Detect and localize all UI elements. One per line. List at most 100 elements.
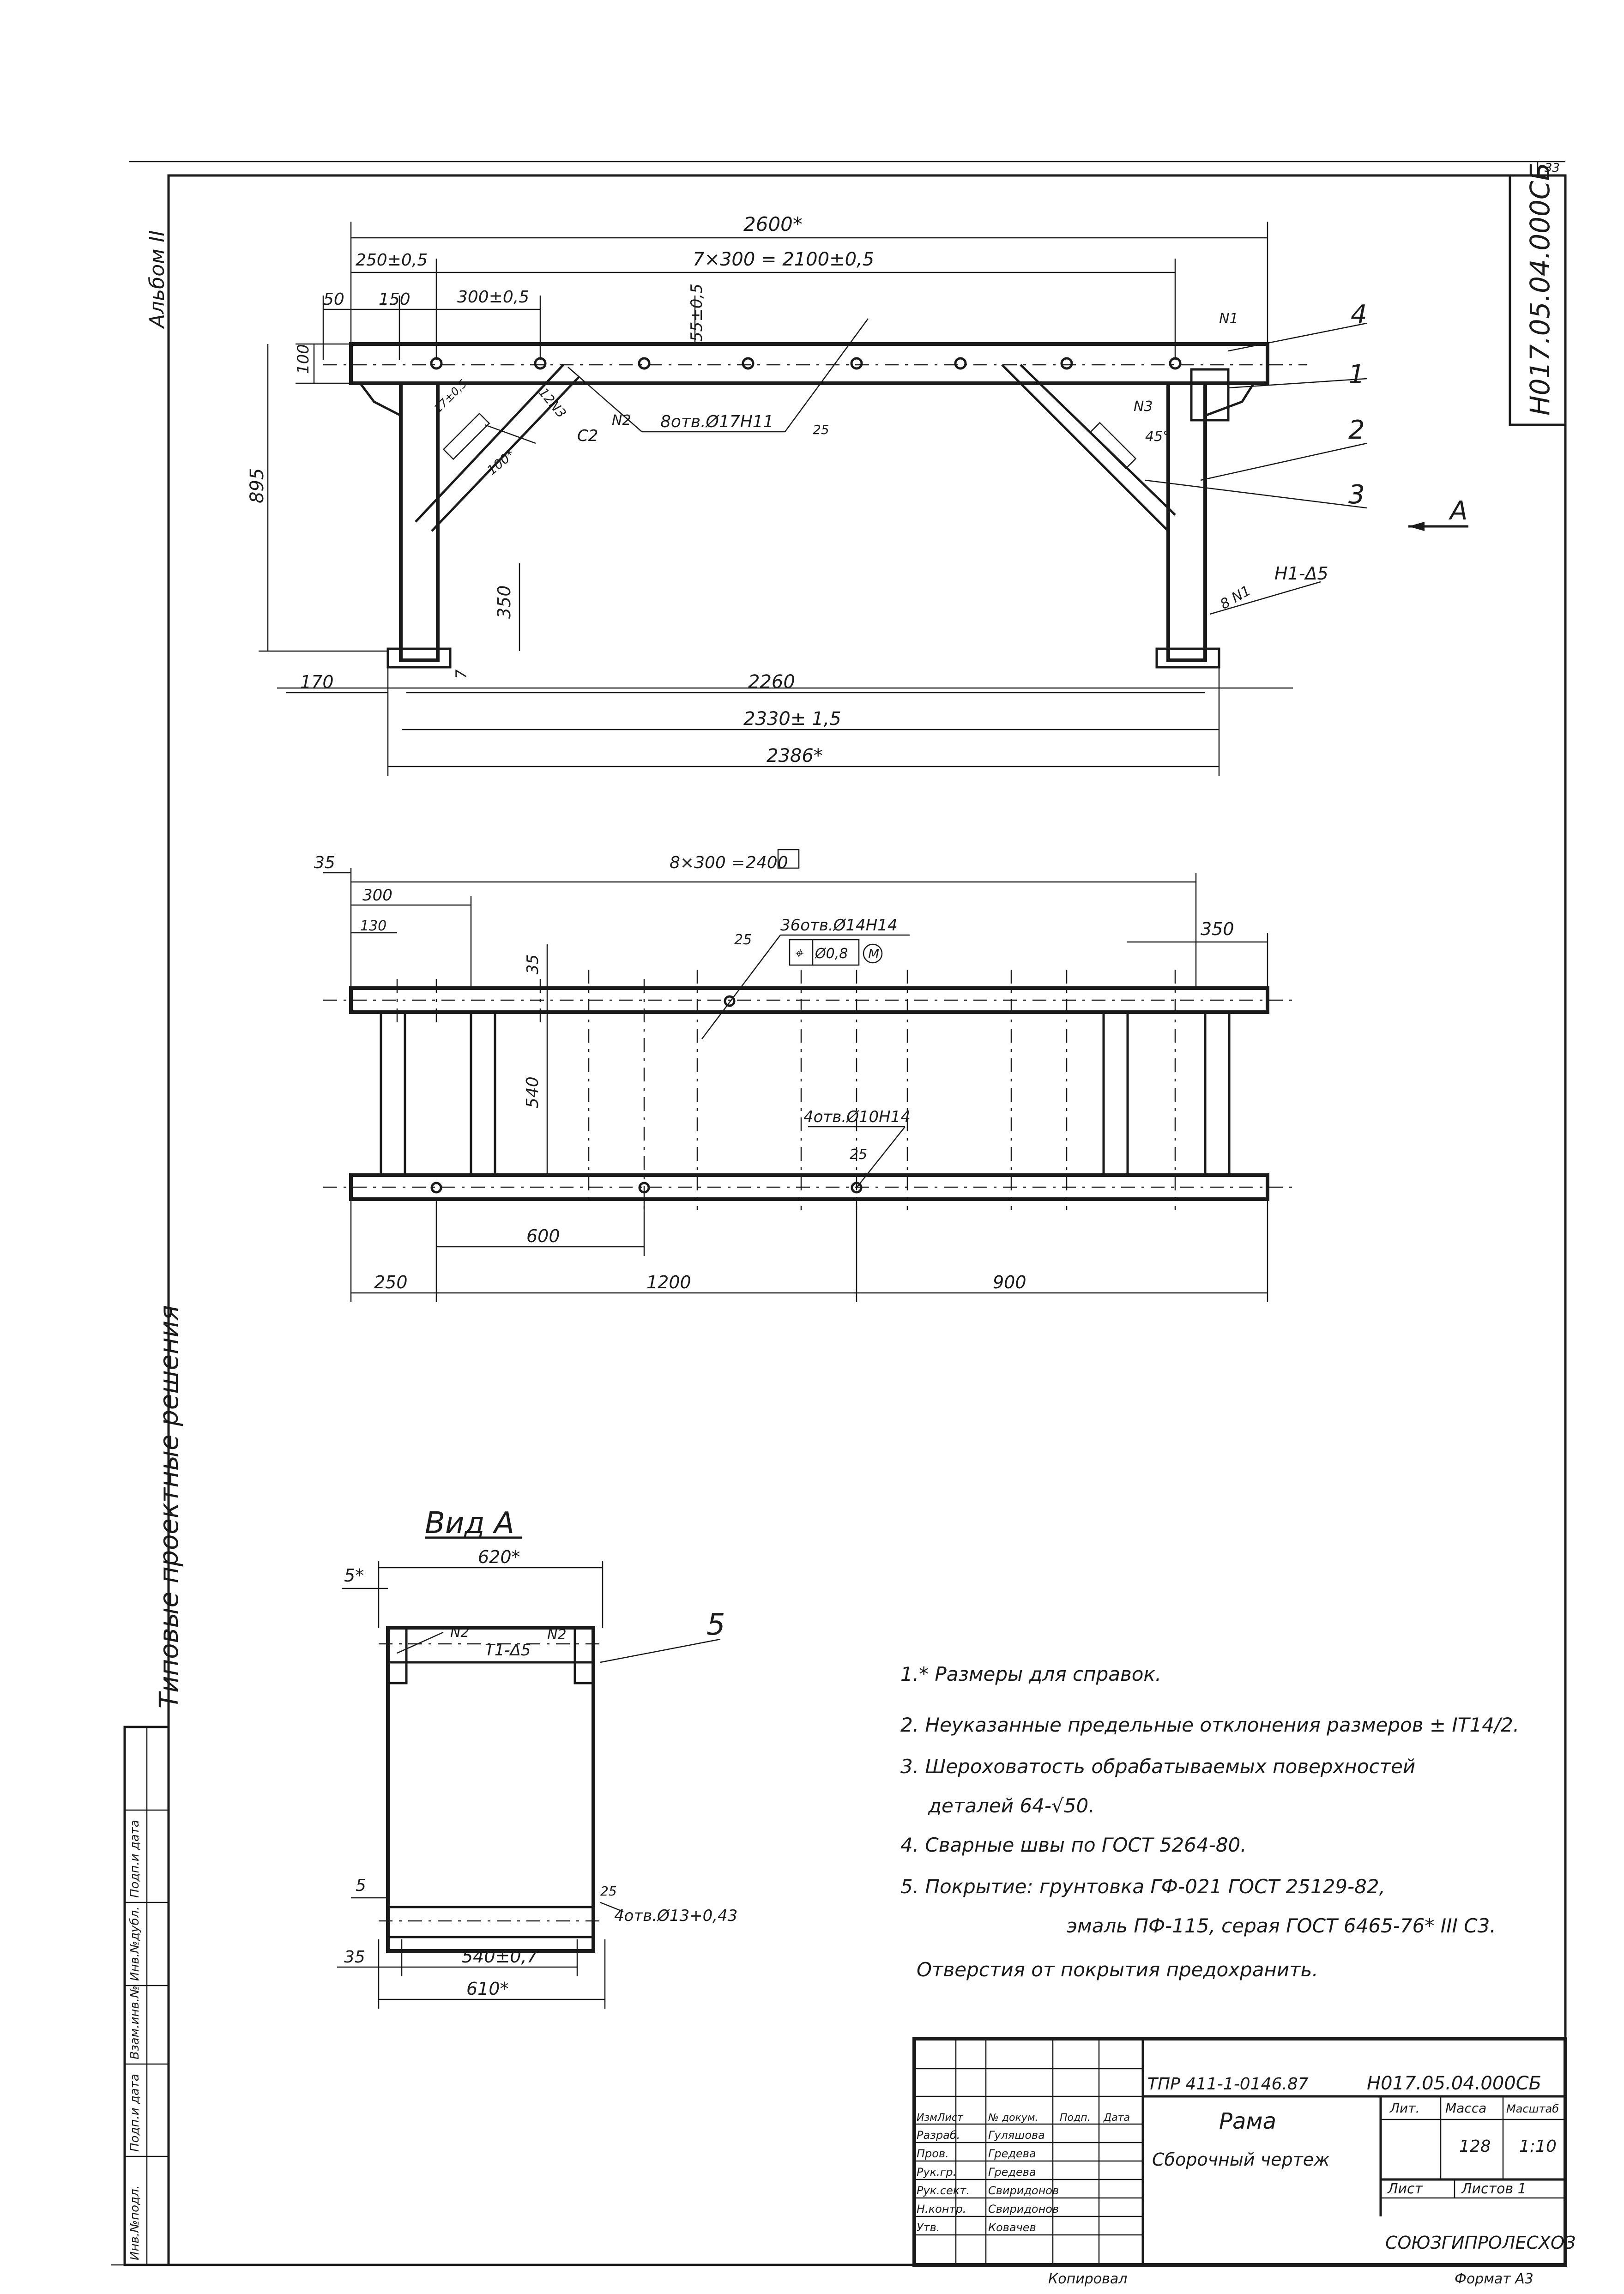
tb-sheet-label: Лист: [1387, 2181, 1424, 2197]
view-a-n2-left: N2: [450, 1624, 470, 1641]
note-5b: эмаль ПФ-115, серая ГОСТ 6465-76* III С3…: [1067, 1914, 1496, 1937]
corner-sheet-number: 33: [1545, 161, 1560, 175]
position-3: 3: [1348, 480, 1365, 510]
plan-tol-symbol: ⌖: [794, 944, 804, 962]
plan-dim-pitch-box: 2400: [746, 853, 788, 872]
view-a: [337, 1536, 721, 2009]
note-5: 5. Покрытие: грунтовка ГФ-021 ГОСТ 25129…: [900, 1875, 1385, 1898]
tb-role-5: Н.контр.: [917, 2203, 966, 2216]
plan-dim-600: 600: [526, 1226, 560, 1246]
tb-role-6: Утв.: [917, 2221, 940, 2234]
view-a-t1: Т1-Δ5: [485, 1641, 531, 1660]
plan-holes-4: 4отв.Ø10Н14: [803, 1108, 911, 1126]
view-a-inner: 540±0,7: [462, 1946, 538, 1967]
view-a-5: 5: [356, 1876, 366, 1895]
dim-pitch: 7×300 = 2100±0,5: [693, 249, 874, 270]
plan-rough-1: 25: [734, 932, 752, 948]
dim-inner: 2260: [748, 671, 795, 693]
note-6: Отверстия от покрытия предохранить.: [917, 1958, 1318, 1981]
dim-overall: 2600*: [743, 213, 803, 235]
position-1: 1: [1348, 360, 1365, 390]
dim-895: 895: [247, 468, 268, 503]
plan-dim-130: 130: [360, 918, 386, 934]
tb-name-3: Гредева: [988, 2166, 1036, 2179]
tb-name: Рама: [1219, 2108, 1276, 2134]
side-stamp-2: Подп.и дата: [128, 2074, 142, 2152]
plan-view: [323, 849, 1293, 1302]
view-a-outer: 610*: [466, 1979, 509, 1999]
tb-col-list: Лист: [937, 2112, 964, 2124]
dim-first: 250±0,5: [356, 251, 428, 270]
plan-dim-1200: 1200: [646, 1272, 691, 1292]
callout-angle: 45°: [1145, 429, 1170, 445]
dim-100: 100: [294, 344, 313, 374]
dim-55: 55±0,5: [688, 284, 706, 342]
title-block-frame: [912, 2037, 1567, 2267]
plan-dim-35: 35: [314, 853, 335, 872]
callout-n1-top: N1: [1219, 311, 1238, 327]
plan-dim-300: 300: [362, 886, 392, 905]
copied-by: Копировал: [1048, 2271, 1127, 2287]
format-label: Формат А3: [1455, 2271, 1533, 2287]
tb-sheets-label: Листов 1: [1461, 2181, 1527, 2197]
tb-name-6: Ковачев: [988, 2221, 1036, 2234]
plan-dimensions: [323, 868, 1268, 1302]
side-stamp-5: Подп.и дата: [128, 1820, 142, 1898]
side-stamp-1: Инв.№подл.: [128, 2185, 142, 2260]
side-stamp-4: Инв.№дубл.: [128, 1907, 142, 1981]
tb-project-ref: ТПР 411-1-0146.87: [1147, 2075, 1309, 2094]
plan-rough-2: 25: [850, 1147, 867, 1163]
tb-col-izm: Изм.: [917, 2112, 941, 2124]
callout-n3-right: N3: [1134, 398, 1153, 415]
sheet-frame: [111, 161, 1567, 2266]
note-3b: деталей 64-√50.: [928, 1794, 1095, 1817]
tb-name-5: Свиридонов: [988, 2203, 1059, 2216]
tb-name-1: Гуляшова: [988, 2129, 1045, 2142]
side-stamp-3: Взам.инв.№: [128, 1986, 142, 2059]
note-1: 1.* Размеры для справок.: [900, 1663, 1161, 1685]
tb-doc-code: Н017.05.04.000СБ: [1367, 2073, 1541, 2094]
note-2: 2. Неуказанные предельные отклонения раз…: [900, 1714, 1519, 1736]
dim-50: 50: [323, 290, 344, 309]
plan-tol-value: Ø0,8: [814, 946, 848, 962]
vertical-doc-code: Н017.05.04.000СБ: [1524, 163, 1556, 416]
position-4: 4: [1351, 300, 1367, 330]
view-a-position: 5: [706, 1608, 725, 1642]
dim-170: 170: [300, 672, 334, 692]
view-a-holes: 4отв.Ø13+0,43: [614, 1907, 737, 1925]
plan-dim-250: 250: [374, 1272, 408, 1292]
plan-tol-m: M: [868, 946, 879, 961]
callout-100-slot: 100*: [484, 447, 518, 478]
tb-lit-label: Лит.: [1389, 2101, 1419, 2116]
callout-n2: N2: [612, 412, 631, 429]
tb-name-2: Гредева: [988, 2147, 1036, 2160]
view-a-width: 620*: [478, 1547, 520, 1567]
position-2: 2: [1348, 415, 1365, 445]
view-a-rough: 25: [600, 1883, 617, 1899]
album-label: Альбом II: [145, 230, 169, 329]
tb-org: СОЮЗГИПРОЛЕСХОЗ: [1385, 2233, 1576, 2253]
tb-role-4: Рук.сект.: [917, 2184, 970, 2197]
dim-350: 350: [494, 585, 514, 619]
tb-scale: 1:10: [1519, 2137, 1557, 2156]
plan-hole-ticks: [396, 970, 1176, 1210]
callout-c2: C2: [577, 427, 598, 445]
view-arrow-label: A: [1449, 496, 1467, 526]
note-4: 4. Сварные швы по ГОСТ 5264-80.: [900, 1834, 1247, 1856]
plan-dim-pitch: 8×300 =: [670, 853, 745, 872]
front-view: [259, 222, 1468, 776]
dim-pitch-one: 300±0,5: [457, 288, 529, 307]
tb-mass: 128: [1459, 2137, 1491, 2156]
tb-role-1: Разраб.: [917, 2129, 960, 2142]
plan-dim-35v: 35: [524, 954, 542, 974]
note-3: 3. Шероховатость обрабатываемых поверхно…: [900, 1755, 1415, 1778]
dim-span: 2330± 1,5: [743, 708, 841, 730]
view-a-35: 35: [344, 1948, 365, 1967]
plan-tol-m-circle: [863, 943, 883, 964]
tb-role-2: Пров.: [917, 2147, 949, 2160]
dim-7: 7: [453, 669, 470, 679]
plan-dim-540: 540: [523, 1076, 542, 1108]
dim-150: 150: [379, 290, 411, 309]
plan-dim-350: 350: [1201, 919, 1234, 939]
